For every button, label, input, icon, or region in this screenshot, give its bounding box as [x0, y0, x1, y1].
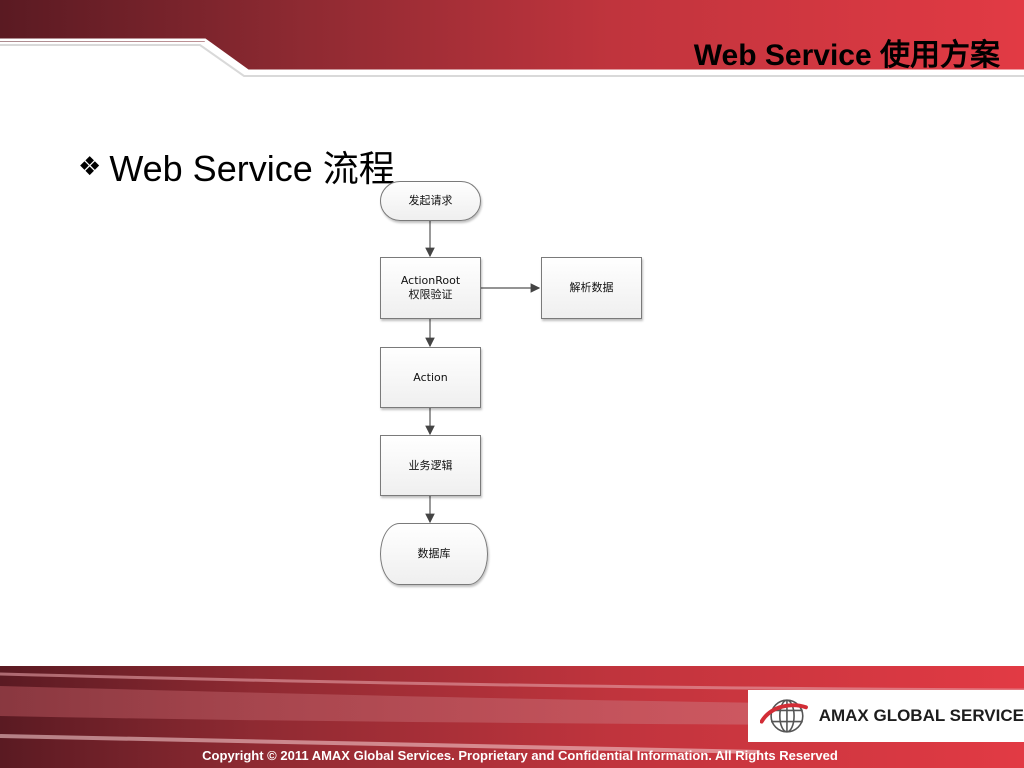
- node-auth: ActionRoot 权限验证: [380, 257, 481, 319]
- node-logic: 业务逻辑: [380, 435, 481, 496]
- copyright-notice: Copyright © 2011 AMAX Global Services. P…: [202, 748, 838, 763]
- logo-text: AMAX GLOBAL SERVICE: [818, 706, 1024, 725]
- globe-logo-icon: [760, 699, 808, 733]
- slide-title: Web Service 使用方案: [693, 39, 1000, 72]
- node-action: Action: [380, 347, 481, 408]
- node-start-label: 发起请求: [408, 194, 453, 207]
- node-parse-label: 解析数据: [569, 281, 614, 294]
- node-database: 数据库: [380, 523, 488, 585]
- header-banner: [0, 0, 1024, 77]
- node-logic-label: 业务逻辑: [408, 458, 453, 472]
- bullet-heading-text: Web Service 流程: [109, 148, 395, 189]
- diamond-cluster-icon: ❖: [78, 150, 102, 181]
- node-database-label: 数据库: [417, 547, 451, 560]
- node-auth-label: ActionRoot 权限验证: [400, 274, 461, 301]
- company-logo: AMAX GLOBAL SERVICE: [748, 690, 1024, 742]
- node-parse: 解析数据: [541, 257, 642, 319]
- node-start: 发起请求: [380, 181, 481, 221]
- bullet-heading: ❖ Web Service 流程: [78, 140, 395, 192]
- node-action-label: Action: [413, 370, 448, 384]
